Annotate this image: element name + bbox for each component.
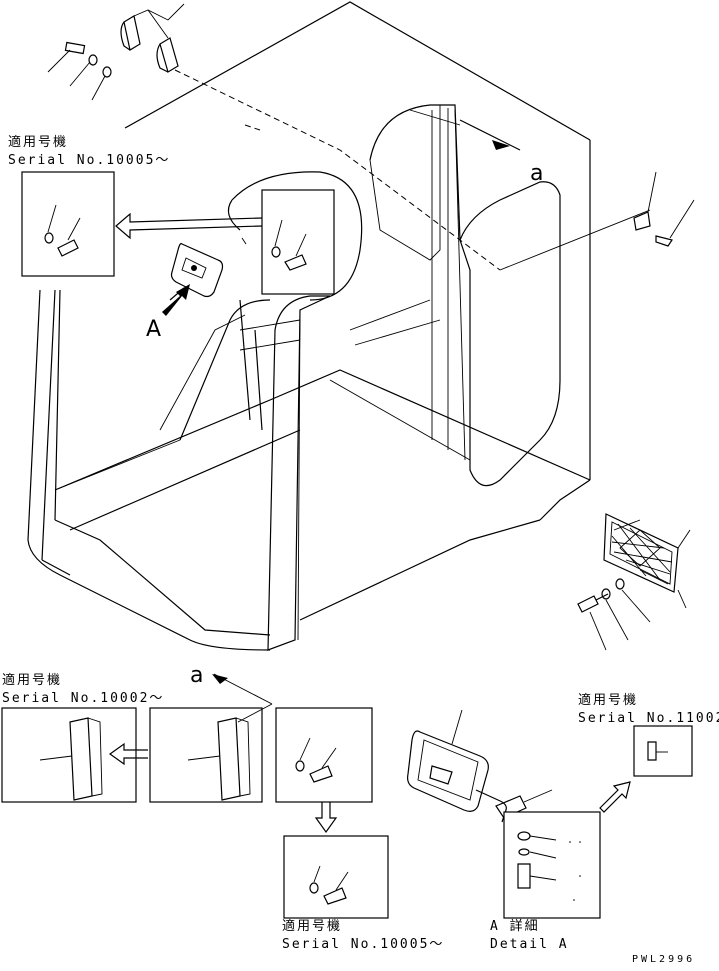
grab-handles <box>47 3 185 101</box>
view-label-a-mid: a <box>190 663 203 688</box>
callout-box-bracket-later <box>1 707 137 803</box>
arrow-up-right-icon <box>599 781 631 813</box>
arrow-a-icon <box>492 140 510 150</box>
reference-line <box>174 69 501 271</box>
serial-left-jp: 適用号機 <box>2 672 62 688</box>
callout-box-bracket <box>149 703 273 803</box>
arrow-left-icon <box>115 212 263 240</box>
view-label-a-top: a <box>530 161 543 186</box>
callout-box-fasteners <box>275 707 373 803</box>
callout-box-fasteners-later <box>283 835 389 919</box>
serial-right-en: Serial No.11002～ <box>578 711 719 726</box>
serial-left-en: Serial No.10002～ <box>2 691 164 706</box>
net-pocket <box>603 513 691 593</box>
serial-bottom-en: Serial No.10005～ <box>282 937 444 952</box>
detail-jp: A 詳細 <box>490 918 540 934</box>
callout-box-detail-a <box>503 811 601 919</box>
callout-box-magnified <box>241 189 335 295</box>
serial-bottom-jp: 適用号機 <box>282 918 342 934</box>
serial-top-jp: 適用号機 <box>8 134 68 150</box>
arrow-down-icon <box>314 802 338 834</box>
cab-frame <box>27 1 651 651</box>
callout-box-detail-later <box>633 725 693 777</box>
mirror-detail <box>407 709 553 823</box>
detail-en: Detail A <box>490 937 569 952</box>
pocket-fasteners <box>577 578 687 651</box>
callout-box-top-left <box>21 171 115 277</box>
arrow-left-icon-2 <box>108 742 148 766</box>
side-bracket <box>633 171 695 247</box>
view-label-A: A <box>146 317 161 342</box>
mirror-on-cab <box>170 243 224 298</box>
serial-right-jp: 適用号機 <box>578 692 638 708</box>
serial-top-en: Serial No.10005～ <box>8 153 170 168</box>
view-arrow-icon <box>162 284 190 316</box>
drawing-code: PWL2996 <box>632 954 695 965</box>
